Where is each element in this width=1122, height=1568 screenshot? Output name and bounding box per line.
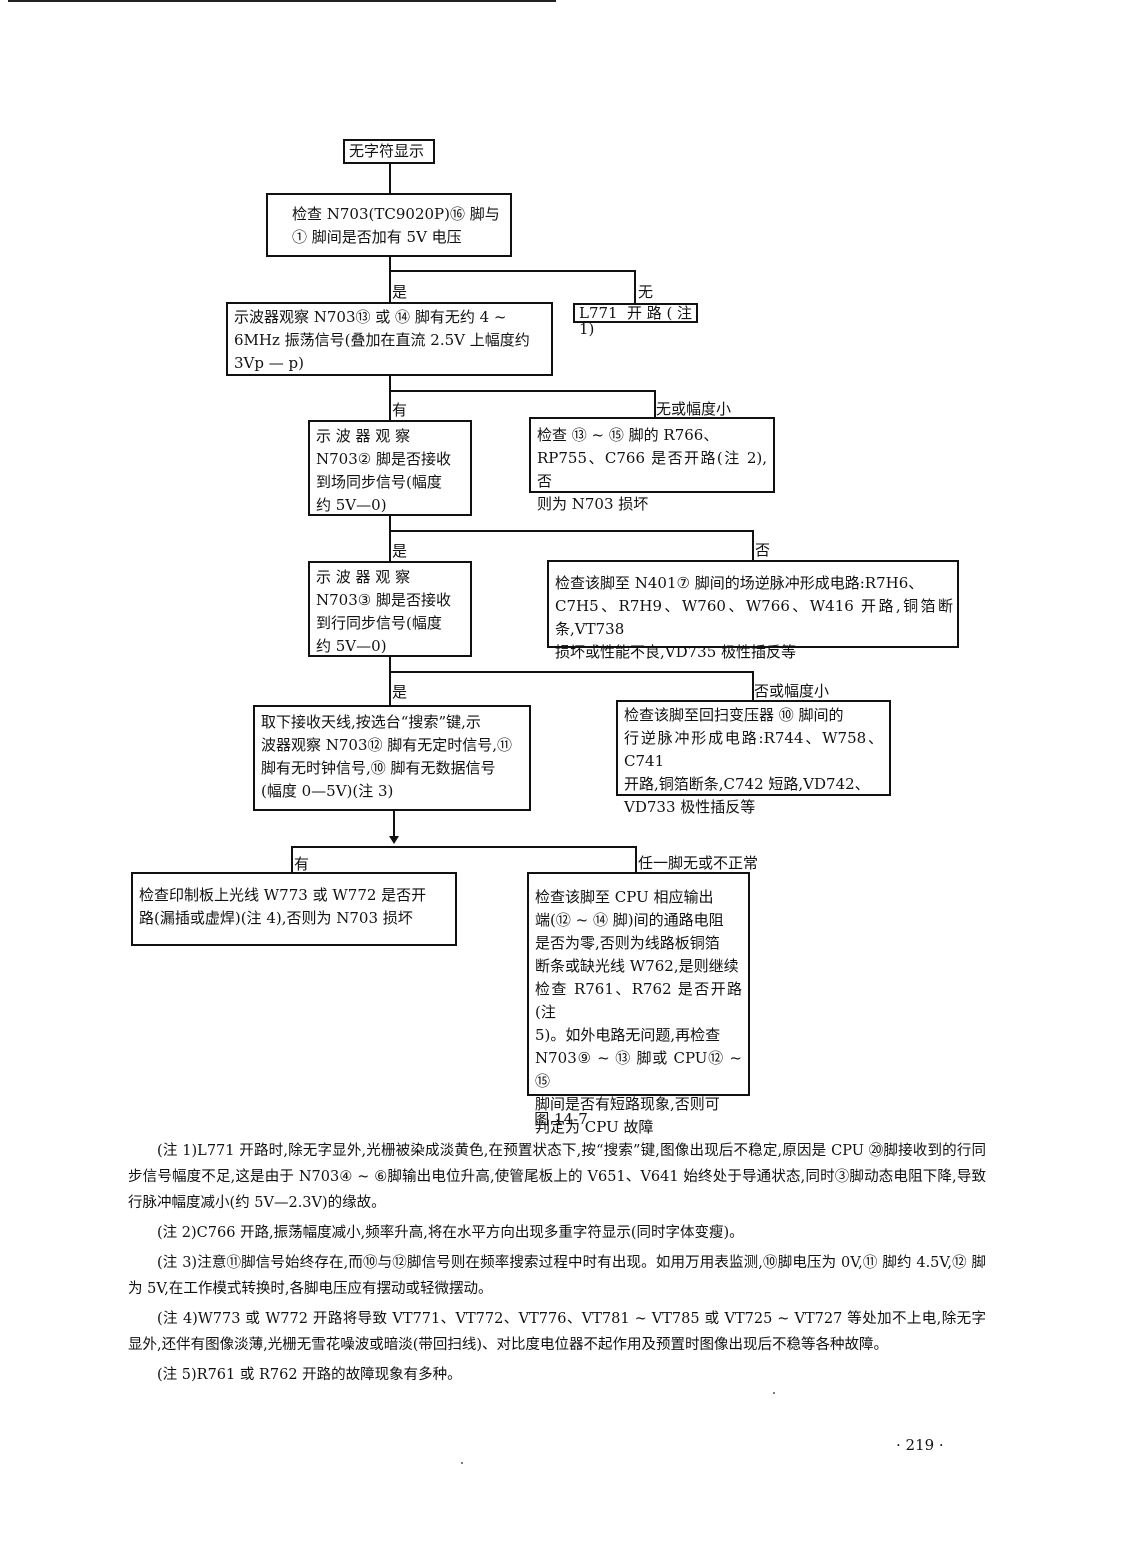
connector-line xyxy=(389,390,655,392)
oscillator-result: 检查 ⑬ ~ ⑮ 脚的 R766、 RP755、C766 是否开路(注 2),否… xyxy=(529,417,775,513)
field-pulse-result: 检查该脚至 N401⑦ 脚间的场逆脉冲形成电路:R7H6、 C7H5、R7H9、… xyxy=(547,560,959,661)
connector-line xyxy=(654,390,656,417)
no-label: 否或幅度小 xyxy=(754,682,830,700)
connector-line xyxy=(634,270,636,303)
connector-line xyxy=(752,671,754,700)
figure-caption: 图 14-7 xyxy=(534,1110,588,1128)
cpu-path-result: 检查该脚至 CPU 相应输出 端(⑫ ~ ⑭ 脚)间的通路电阻 是否为零,否则为… xyxy=(527,872,750,1136)
connector-line xyxy=(291,846,293,872)
start-box: 无字符显示 xyxy=(343,139,435,164)
no-label: 任一脚无或不正常 xyxy=(638,854,759,872)
connector-line xyxy=(389,530,753,532)
l771-open-result: L771 开路(注 1) xyxy=(573,303,698,337)
page-number: · 219 · xyxy=(896,1436,944,1454)
note-4: (注 4)W773 或 W772 开路将导致 VT771、VT772、VT776… xyxy=(128,1311,986,1353)
scan-speck xyxy=(773,1392,775,1394)
top-rule xyxy=(8,0,556,2)
connector-line xyxy=(389,671,753,673)
field-sync-check-box: 示 波 器 观 察 N703② 脚是否接收 到场同步信号(幅度 约 5V—0) xyxy=(308,420,472,516)
w773-w772-result: 检查印制板上光线 W773 或 W772 是否开 路(漏插或虚焊)(注 4),否… xyxy=(131,872,457,946)
scan-speck xyxy=(461,1462,463,1464)
yes-label: 有 xyxy=(294,855,310,873)
note-3: (注 3)注意⑪脚信号始终存在,而⑩与⑫脚信号则在频率搜索过程中时有出现。如用万… xyxy=(128,1255,986,1297)
connector-line xyxy=(389,516,391,561)
arrow-down-icon xyxy=(389,836,399,844)
connector-line xyxy=(291,846,636,848)
no-label: 否 xyxy=(755,541,771,559)
notes-section: (注 1)L771 开路时,除无字显外,光栅被染成淡黄色,在预置状态下,按“搜索… xyxy=(128,1138,986,1392)
line-pulse-result: 检查该脚至回扫变压器 ⑩ 脚间的 行逆脉冲形成电路:R744、W758、C741… xyxy=(616,700,891,816)
connector-line xyxy=(635,846,637,872)
check-5v-box: 检查 N703(TC9020P)⑯ 脚与 ① 脚间是否加有 5V 电压 xyxy=(266,193,512,257)
connector-line xyxy=(389,164,391,193)
yes-label: 是 xyxy=(392,283,408,301)
connector-line xyxy=(389,376,391,420)
yes-label: 有 xyxy=(392,401,408,419)
no-label: 无或幅度小 xyxy=(656,400,732,418)
note-2: (注 2)C766 开路,振荡幅度减小,频率升高,将在水平方向出现多重字符显示(… xyxy=(157,1225,744,1241)
connector-line xyxy=(389,257,391,302)
oscillation-check-box: 示波器观察 N703⑬ 或 ⑭ 脚有无约 4 ~ 6MHz 振荡信号(叠加在直流… xyxy=(226,302,553,376)
line-sync-check-box: 示 波 器 观 察 N703③ 脚是否接收 到行同步信号(幅度 约 5V—0) xyxy=(308,561,472,657)
signal-check-box: 取下接收天线,按选台“搜索”键,示 波器观察 N703⑫ 脚有无定时信号,⑪ 脚… xyxy=(253,705,531,811)
connector-line xyxy=(393,811,395,839)
yes-label: 是 xyxy=(392,683,408,701)
note-5: (注 5)R761 或 R762 开路的故障现象有多种。 xyxy=(157,1367,462,1383)
note-1: (注 1)L771 开路时,除无字显外,光栅被染成淡黄色,在预置状态下,按“搜索… xyxy=(128,1143,986,1211)
connector-line xyxy=(389,270,635,272)
yes-label: 是 xyxy=(392,542,408,560)
connector-line xyxy=(752,530,754,560)
connector-line xyxy=(389,657,391,705)
no-label: 无 xyxy=(638,283,654,301)
